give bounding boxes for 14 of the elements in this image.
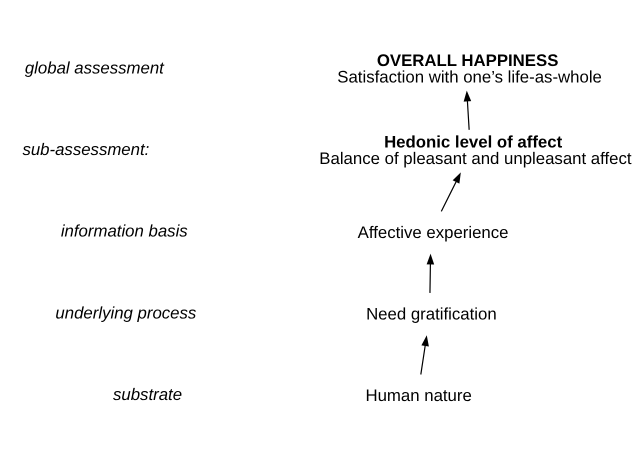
node-text: Need gratification (366, 304, 497, 323)
arrow (464, 90, 472, 130)
node-text: OVERALL HAPPINESS Satisfaction with one’s life-as-whole (337, 50, 602, 86)
node-text: Human nature (365, 386, 472, 405)
arrow (440, 172, 461, 212)
node-text: Hedonic level of affect Balance of pleasant and unpleasant affect (319, 132, 632, 168)
label: global assessment (24, 58, 164, 78)
arrow (420, 334, 429, 374)
label: sub-assessment: (22, 140, 150, 159)
node-text: Affective experience (358, 222, 508, 242)
label: substrate (113, 384, 182, 404)
arrow (426, 253, 434, 292)
label: underlying process (55, 302, 196, 322)
label: information basis (60, 221, 188, 240)
